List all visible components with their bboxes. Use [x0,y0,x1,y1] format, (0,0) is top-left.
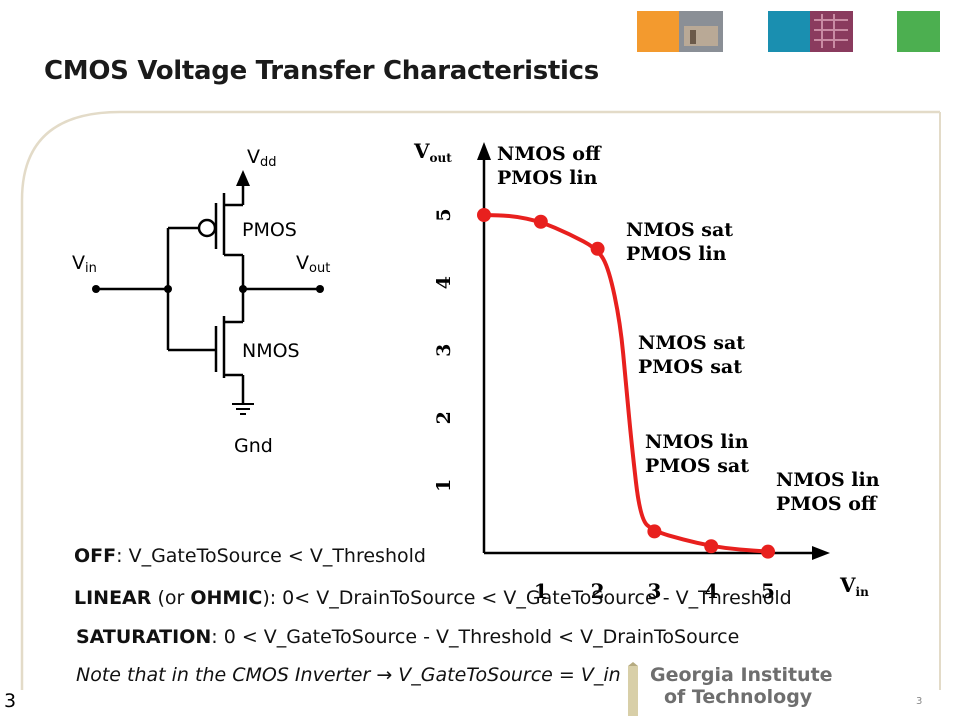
pmos-label: PMOS [242,219,297,241]
def-linear: LINEAR (or OHMIC): 0< V_DrainToSource < … [74,587,792,609]
def-saturation: SATURATION: 0 < V_GateToSource - V_Thres… [76,626,740,648]
y-tick-label: 4 [433,276,455,289]
logo-line-1: Georgia Institute [650,664,833,686]
page-number-left: 3 [4,690,17,712]
vtc-curve [482,213,770,554]
def-off: OFF: V_GateToSource < V_Threshold [74,545,426,567]
y-tick-label: 2 [433,411,455,424]
x-axis-arrow [812,546,830,560]
vout-label: Vout [296,252,330,276]
x-tick-label: 2 [591,579,605,603]
y-tick-label: 1 [433,479,455,492]
ground-symbol [232,403,254,415]
x-axis-label: Vin [839,573,869,599]
output-node [239,285,247,293]
orange-building-thumbnail [637,11,723,52]
logo-tower-icon [628,662,638,716]
logo-line-2: of Technology [664,686,813,708]
x-tick-label: 5 [761,579,775,603]
vdd-arrow [236,170,250,186]
vtc-data-point [533,214,548,229]
vtc-data-point [477,208,491,222]
vout-terminal [316,285,324,293]
y-axis-label: Vout [413,139,452,165]
page-number-right: 3 [916,696,923,707]
nmos-label: NMOS [242,340,300,362]
y-tick-label: 3 [433,344,455,357]
slide-title: CMOS Voltage Transfer Characteristics [44,56,599,86]
vdd-label: Vdd [247,146,277,170]
header-thumbnails [637,11,940,52]
vtc-data-point [704,539,719,554]
vtc-data-point [647,524,662,539]
teal-circuit-thumbnail [768,11,853,52]
inverter-note: Note that in the CMOS Inverter → V_GateT… [76,664,621,686]
y-axis-arrow [477,142,491,160]
x-tick-label: 3 [647,579,661,603]
gnd-label: Gnd [234,435,273,457]
vin-label: Vin [72,252,97,276]
vtc-data-point [590,241,605,256]
x-tick-label: 4 [704,579,718,603]
green-square-thumbnail [897,11,940,52]
vtc-data-point [761,544,775,559]
vin-terminal [92,285,100,293]
input-node [164,285,172,293]
x-tick-label: 1 [534,579,548,603]
y-tick-label: 5 [433,208,455,221]
